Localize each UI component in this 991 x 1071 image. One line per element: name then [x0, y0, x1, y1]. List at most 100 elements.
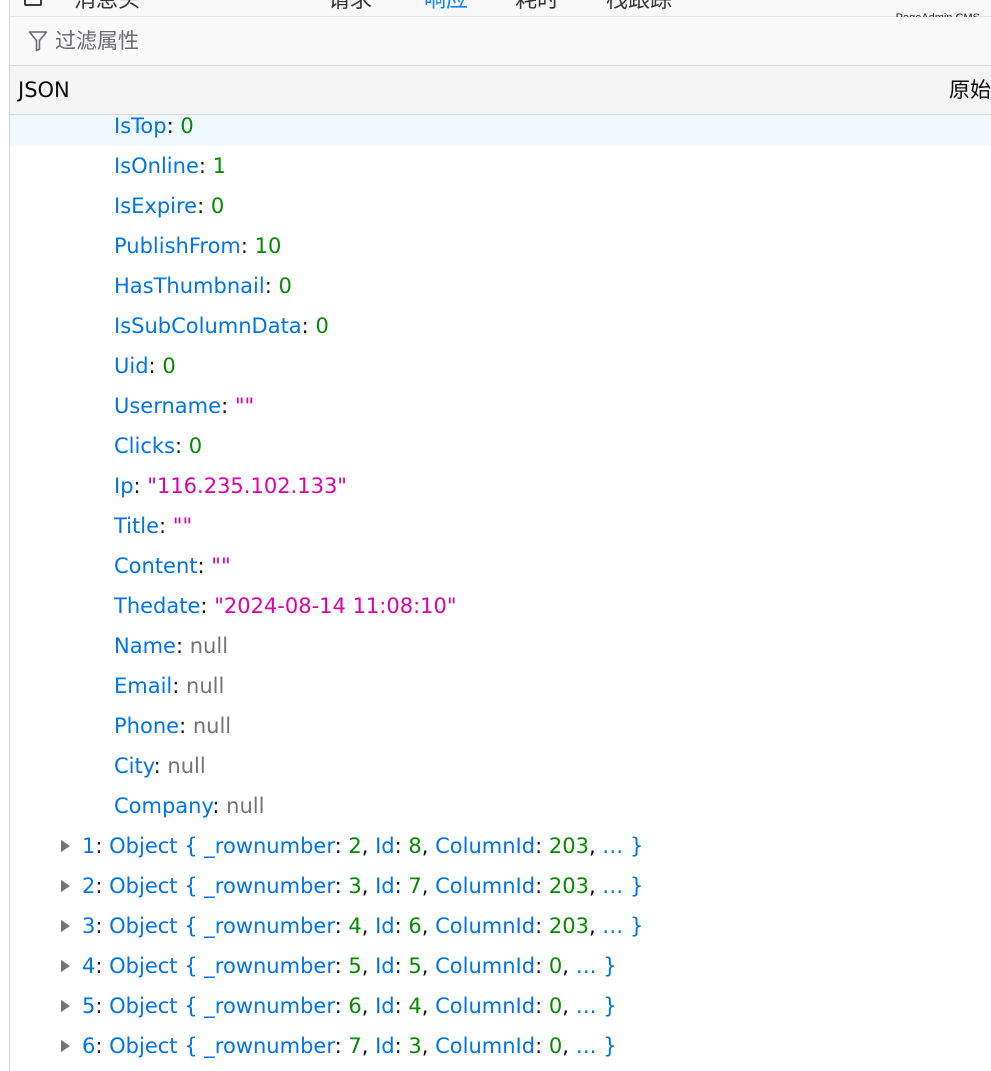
property-value: null	[226, 794, 265, 818]
property-key: Email	[114, 674, 173, 698]
property-key: Name	[114, 634, 176, 658]
expand-triangle-icon[interactable]	[61, 880, 70, 892]
tab-timings[interactable]: 耗时	[515, 0, 560, 13]
expand-triangle-icon[interactable]	[61, 960, 70, 972]
column-raw-toggle[interactable]: 原始	[949, 78, 991, 102]
filter-icon	[28, 31, 48, 52]
expand-triangle-icon[interactable]	[61, 840, 70, 852]
filter-input[interactable]: 过滤属性	[55, 29, 139, 53]
json-property: Name: null	[114, 634, 229, 658]
property-value: 1	[212, 154, 227, 178]
tree-row[interactable]: Thedate: "2024-08-14 11:08:10"	[10, 586, 991, 626]
property-value: 0	[278, 274, 292, 298]
tree-row[interactable]: Ip: "116.235.102.133"	[10, 466, 991, 506]
object-summary: 2: Object { _rownumber: 3, Id: 7, Column…	[82, 874, 644, 898]
property-key: HasThumbnail	[114, 274, 265, 298]
column-header: JSON 原始	[10, 66, 991, 115]
property-value: 0	[188, 434, 203, 458]
tree-row[interactable]: IsSubColumnData: 0	[10, 306, 991, 346]
property-key: Title	[114, 514, 160, 538]
json-property: Title: ""	[114, 514, 193, 538]
tree-row[interactable]: IsOnline: 1	[10, 146, 991, 186]
json-property: IsTop: 0	[114, 115, 194, 138]
json-property: Content: ""	[114, 554, 231, 578]
property-key: Phone	[114, 714, 180, 738]
column-json-label: JSON	[18, 78, 70, 102]
tree-row[interactable]: PublishFrom: 10	[10, 226, 991, 266]
tree-row[interactable]: IsTop: 0	[10, 115, 991, 146]
object-summary: 4: Object { _rownumber: 5, Id: 5, Column…	[82, 954, 617, 978]
property-value: 0	[180, 115, 194, 138]
tree-row[interactable]: Email: null	[10, 666, 991, 706]
tree-row[interactable]: City: null	[10, 746, 991, 786]
tree-row[interactable]: Name: null	[10, 626, 991, 666]
json-property: Company: null	[114, 794, 265, 818]
json-tree: IsTop: 0 IsOnline: 1 IsExpire: 0 Publish…	[10, 115, 991, 1071]
property-value: "2024-08-14 11:08:10"	[214, 594, 457, 618]
json-property: Uid: 0	[114, 354, 176, 378]
property-key: Uid	[114, 354, 149, 378]
tree-row[interactable]: IsExpire: 0	[10, 186, 991, 226]
property-key: Ip	[114, 474, 134, 498]
panel-border	[9, 0, 10, 1071]
property-key: Company	[114, 794, 213, 818]
json-property: City: null	[114, 754, 206, 778]
tab-stack-trace[interactable]: 栈跟踪	[606, 0, 673, 13]
property-value: ""	[172, 514, 193, 538]
property-value: 0	[210, 194, 225, 218]
object-summary: 6: Object { _rownumber: 7, Id: 3, Column…	[82, 1034, 617, 1058]
tree-row[interactable]: Clicks: 0	[10, 426, 991, 466]
property-key: IsOnline	[114, 154, 199, 178]
json-property: PublishFrom: 10	[114, 234, 282, 258]
property-value: null	[167, 754, 206, 778]
tree-row-object[interactable]: 5: Object { _rownumber: 6, Id: 4, Column…	[10, 986, 991, 1026]
json-property: HasThumbnail: 0	[114, 274, 292, 298]
object-summary: 1: Object { _rownumber: 2, Id: 8, Column…	[82, 834, 644, 858]
json-property: IsSubColumnData: 0	[114, 314, 329, 338]
json-property: Username: ""	[114, 394, 255, 418]
filter-bar[interactable]: 过滤属性	[10, 17, 991, 66]
property-key: IsTop	[114, 115, 167, 138]
tree-row-object[interactable]: 4: Object { _rownumber: 5, Id: 5, Column…	[10, 946, 991, 986]
tree-row-object[interactable]: 1: Object { _rownumber: 2, Id: 8, Column…	[10, 826, 991, 866]
tree-row[interactable]: Username: ""	[10, 386, 991, 426]
tab-response[interactable]: 响应	[424, 0, 469, 13]
tree-row[interactable]: Content: ""	[10, 546, 991, 586]
object-summary: 5: Object { _rownumber: 6, Id: 4, Column…	[82, 994, 617, 1018]
property-value: 0	[315, 314, 329, 338]
property-key: PublishFrom	[114, 234, 241, 258]
details-tab-bar: 消息头 请求 响应 耗时 栈跟踪	[10, 0, 991, 17]
json-property: IsOnline: 1	[114, 154, 227, 178]
expand-triangle-icon[interactable]	[61, 1000, 70, 1012]
tree-row-object[interactable]: 3: Object { _rownumber: 4, Id: 6, Column…	[10, 906, 991, 946]
property-key: Content	[114, 554, 198, 578]
tree-row[interactable]: Company: null	[10, 786, 991, 826]
property-value: ""	[234, 394, 255, 418]
panel-toggle-icon[interactable]	[24, 0, 42, 6]
property-value: 10	[254, 234, 282, 258]
json-property: Ip: "116.235.102.133"	[114, 474, 347, 498]
property-value: 0	[162, 354, 176, 378]
json-property: Clicks: 0	[114, 434, 203, 458]
property-key: Clicks	[114, 434, 175, 458]
property-value: "116.235.102.133"	[147, 474, 347, 498]
tab-request[interactable]: 请求	[328, 0, 373, 13]
expand-triangle-icon[interactable]	[61, 1040, 70, 1052]
property-value: null	[192, 714, 232, 738]
tree-row-object[interactable]: 2: Object { _rownumber: 3, Id: 7, Column…	[10, 866, 991, 906]
property-key: Username	[114, 394, 222, 418]
json-property: Thedate: "2024-08-14 11:08:10"	[114, 594, 457, 618]
tree-row[interactable]: Phone: null	[10, 706, 991, 746]
tree-row-object[interactable]: 6: Object { _rownumber: 7, Id: 3, Column…	[10, 1026, 991, 1066]
tree-row[interactable]: HasThumbnail: 0	[10, 266, 991, 306]
json-property: Email: null	[114, 674, 225, 698]
property-key: City	[114, 754, 154, 778]
property-key: IsExpire	[114, 194, 198, 218]
property-value: ""	[211, 554, 231, 578]
expand-triangle-icon[interactable]	[61, 920, 70, 932]
tab-headers[interactable]: 消息头	[74, 0, 141, 13]
property-key: IsSubColumnData	[114, 314, 302, 338]
tree-row[interactable]: Uid: 0	[10, 346, 991, 386]
tree-row[interactable]: Title: ""	[10, 506, 991, 546]
